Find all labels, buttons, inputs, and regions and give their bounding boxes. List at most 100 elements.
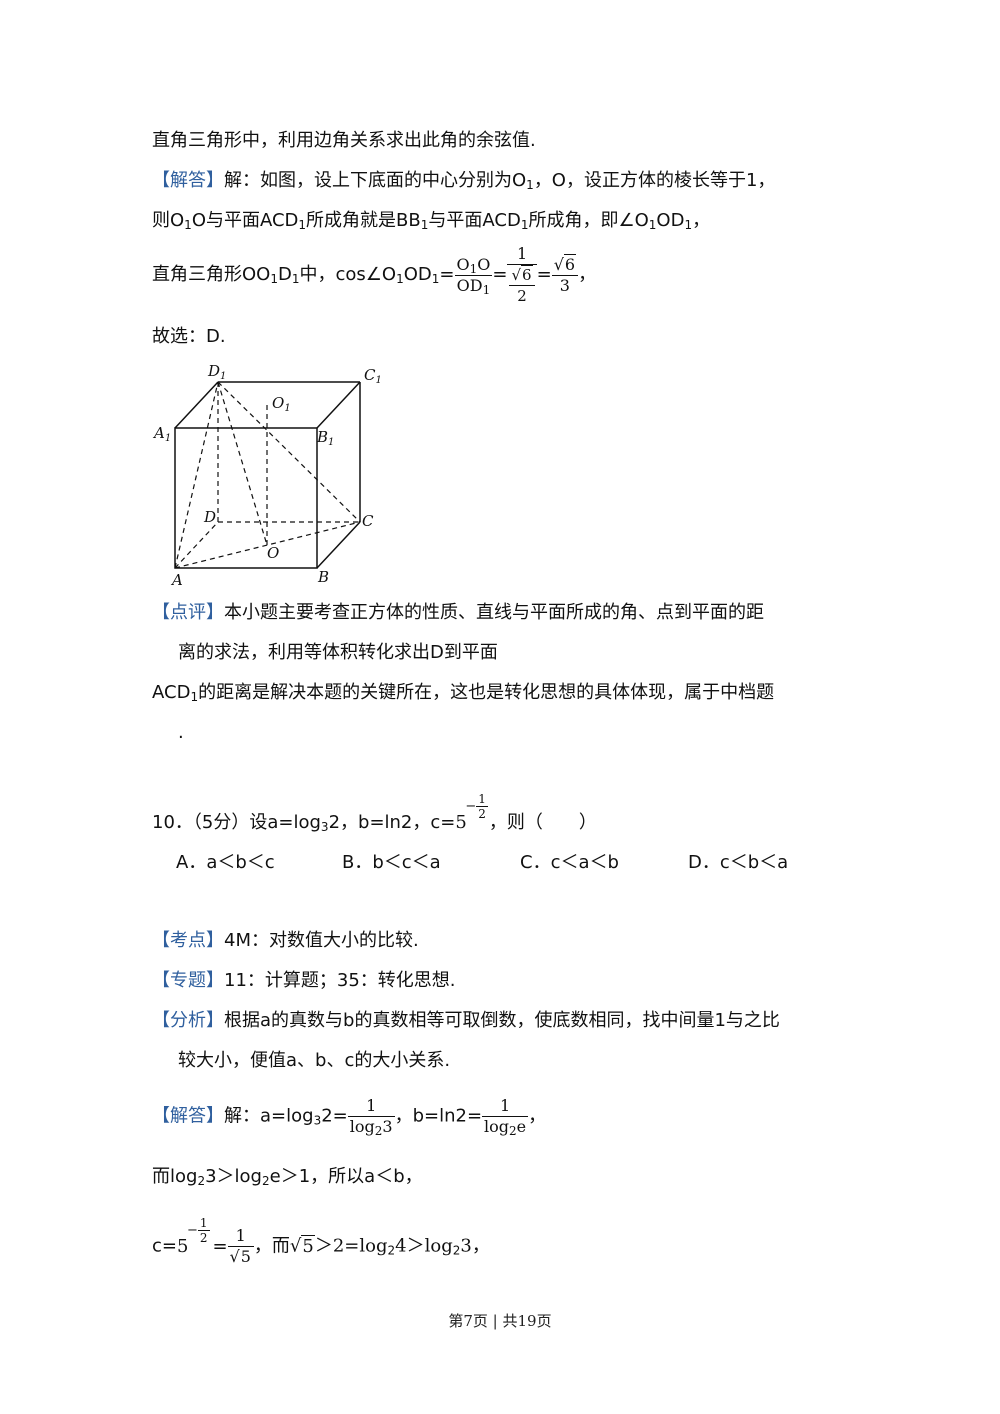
text: ，则（ ） [488,812,597,833]
comment-line-1: 【点评】本小题主要考查正方体的性质、直线与平面所成的角、点到平面的距 [152,600,764,626]
text: 根据a的真数与b的真数相等可取倒数，使底数相同，找中间量1与之比 [224,1010,780,1031]
text: log [349,1117,375,1136]
text-line: 直角三角形中，利用边角关系求出此角的余弦值. [152,130,536,151]
text: = [536,264,552,285]
text: OD [656,210,685,231]
text: O [456,254,470,274]
subscript: 2 [387,1243,396,1258]
subscript: 1 [684,218,693,232]
text: ， [692,210,711,231]
subscript: 1 [482,282,491,297]
subscript: 1 [520,218,529,232]
edge-a1d1 [174,381,219,429]
option-b[interactable]: B．b＜c＜a [342,852,441,873]
text: ， [578,264,597,285]
text: 6 [563,253,577,274]
text: 的距离是解决本题的关键所在，这也是转化思想的具体体现，属于中档题 [198,682,775,703]
subscript: 1 [420,218,429,232]
fenxi-line-2: 较大小，便值a、b、c的大小关系. [178,1050,451,1071]
text: 1 [507,244,537,265]
subscript: 1 [291,272,300,286]
subscript: 1 [526,178,534,192]
subscript: 1 [396,272,404,286]
tag-jieda-2: 【解答】 [152,1105,224,1127]
label-o: O [267,544,279,562]
comment-line-3: ACD1的距离是解决本题的关键所在，这也是转化思想的具体体现，属于中档题 [152,680,774,706]
text: e＞1，所以a＜b， [269,1166,423,1187]
text: O与平面ACD [191,210,299,231]
comment-line-2: 离的求法，利用等体积转化求出D到平面 [178,642,498,663]
sqrt-5: √5 [289,1234,315,1257]
text: ＞2=log [314,1235,388,1257]
answer-line-1: 【解答】解：如图，设上下底面的中心分别为O1，O，设正方体的棱长等于1， [152,168,775,194]
label-c1: C1 [364,366,382,386]
subscript: 1 [648,218,657,232]
text: 而log [152,1166,198,1187]
text: O [477,254,491,274]
text: 3 [382,1117,393,1136]
line-ad1 [174,381,219,569]
text: 所成角，即∠O [528,210,649,231]
text: 4M：对数值大小的比较. [224,930,419,951]
fenxi-line-1: 【分析】根据a的真数与b的真数相等可取倒数，使底数相同，找中间量1与之比 [152,1008,780,1034]
text: 5 [301,1234,315,1257]
text: − [465,799,477,814]
text: = [439,264,455,285]
option-a[interactable]: A．a＜b＜c [176,852,275,873]
text: 10．（5分）设a=log [152,812,321,833]
text: ， [528,1105,547,1127]
label-d: D [203,508,216,526]
cube-figure: D1 C1 O1 A1 B1 D C O A B [152,362,382,589]
subscript: 2 [197,1174,206,1188]
front-face [174,427,318,569]
text: ，O，设正方体的棱长等于1， [533,170,776,191]
text: − [186,1222,198,1238]
text: 本小题主要考查正方体的性质、直线与平面所成的角、点到平面的距 [224,602,764,623]
text: ，而 [253,1235,290,1257]
text: 中，cos∠O [299,264,397,285]
label-d1: D1 [207,362,226,382]
label-b: B [317,568,329,586]
subscript: 1 [469,261,478,276]
subscript: 1 [298,218,307,232]
comment-line-4: . [178,722,184,743]
text: 解：a=log [224,1105,314,1127]
edge-ad [174,521,219,569]
label-b1: B1 [316,428,334,448]
answer2-line-2: 而log23＞log2e＞1，所以a＜b， [152,1164,423,1190]
subscript: 2 [262,1174,270,1188]
text: 1 [197,1215,210,1231]
line-d1c [217,381,361,523]
text: 2，b=ln2，c= [328,812,456,833]
option-c[interactable]: C．c＜a＜b [520,852,619,873]
subscript: 2 [509,1124,517,1138]
text: c= [152,1235,177,1257]
text: 解：如图，设上下底面的中心分别为O [224,170,527,191]
text: 6 [521,265,533,284]
text: 3＞log [205,1166,262,1187]
text: 与平面ACD [428,210,521,231]
page-footer: 第7页 | 共19页 [448,1312,552,1330]
subscript: 3 [313,1113,322,1128]
subscript: 3 [320,820,329,834]
option-d[interactable]: D．c＜b＜a [688,852,789,873]
text: 11：计算题；35：转化思想. [224,970,456,991]
text: 所成角就是BB [306,210,421,231]
line-d1o [217,381,268,546]
text: 1 [476,792,488,807]
kaodian-line: 【考点】4M：对数值大小的比较. [152,928,419,954]
tag-fenxi: 【分析】 [152,1010,224,1031]
text: 1 [227,1226,254,1247]
text: 5 [176,1235,189,1257]
edge-b1c1 [316,381,361,429]
zhuanti-line: 【专题】11：计算题；35：转化思想. [152,968,456,994]
